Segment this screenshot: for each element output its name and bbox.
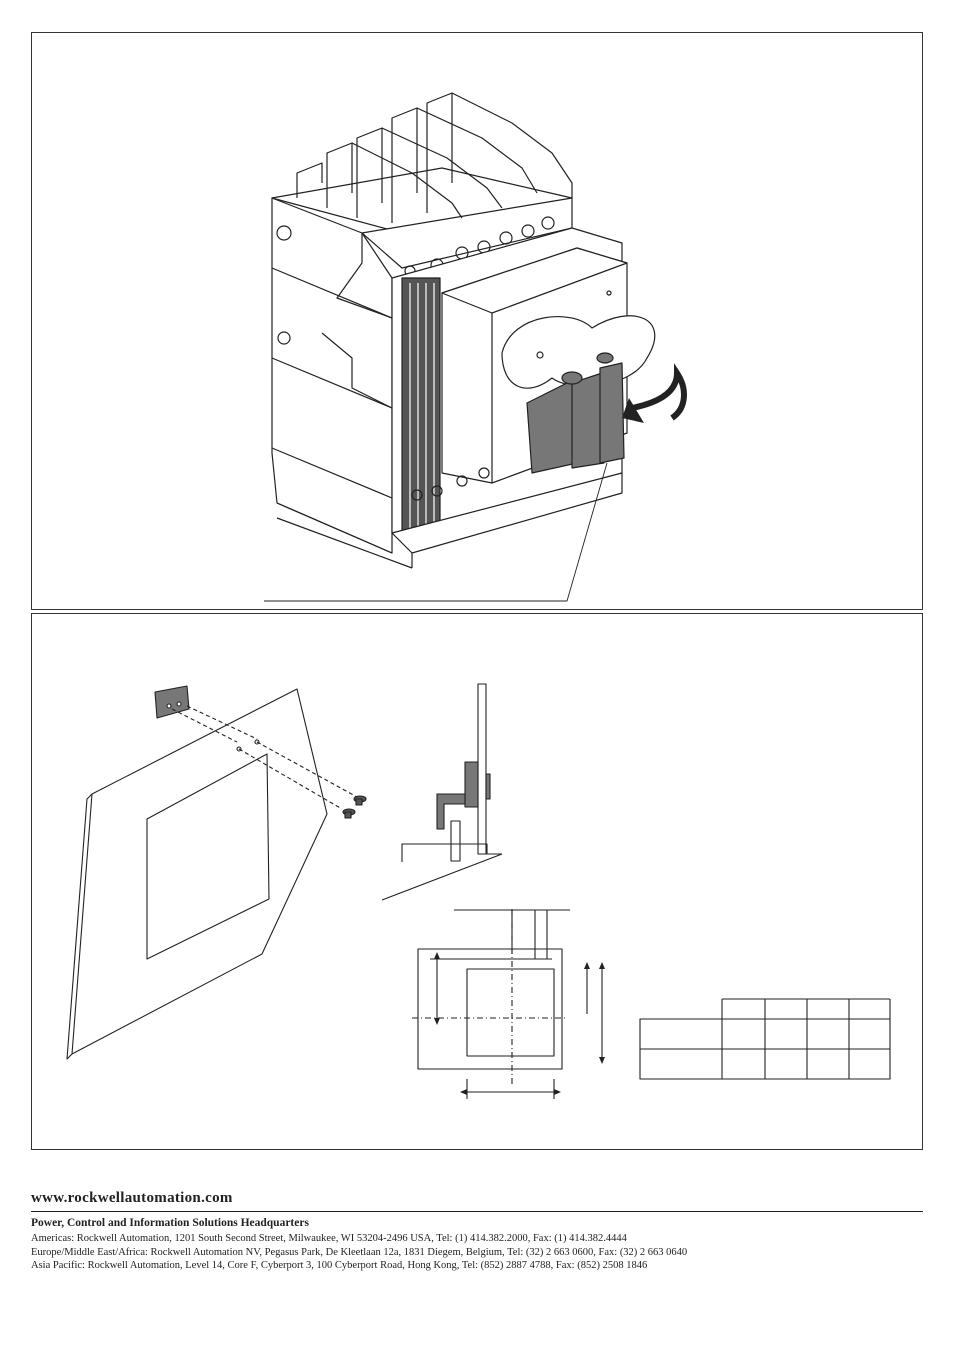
door-cutout-drawing [66, 683, 891, 1099]
breaker-illustration-panel [31, 32, 923, 610]
door-mounting-panel [31, 613, 923, 1150]
footer-divider [31, 1211, 923, 1212]
address-americas: Americas: Rockwell Automation, 1201 Sout… [31, 1233, 627, 1244]
circuit-breaker-drawing [264, 92, 687, 602]
website-link[interactable]: www.rockwellautomation.com [31, 1190, 233, 1206]
address-emea: Europe/Middle East/Africa: Rockwell Auto… [31, 1246, 688, 1258]
address-asia-pacific: Asia Pacific: Rockwell Automation, Level… [31, 1260, 648, 1271]
page-footer: www.rockwellautomation.com Power, Contro… [31, 1190, 923, 1273]
headquarters-title: Power, Control and Information Solutions… [31, 1217, 309, 1229]
